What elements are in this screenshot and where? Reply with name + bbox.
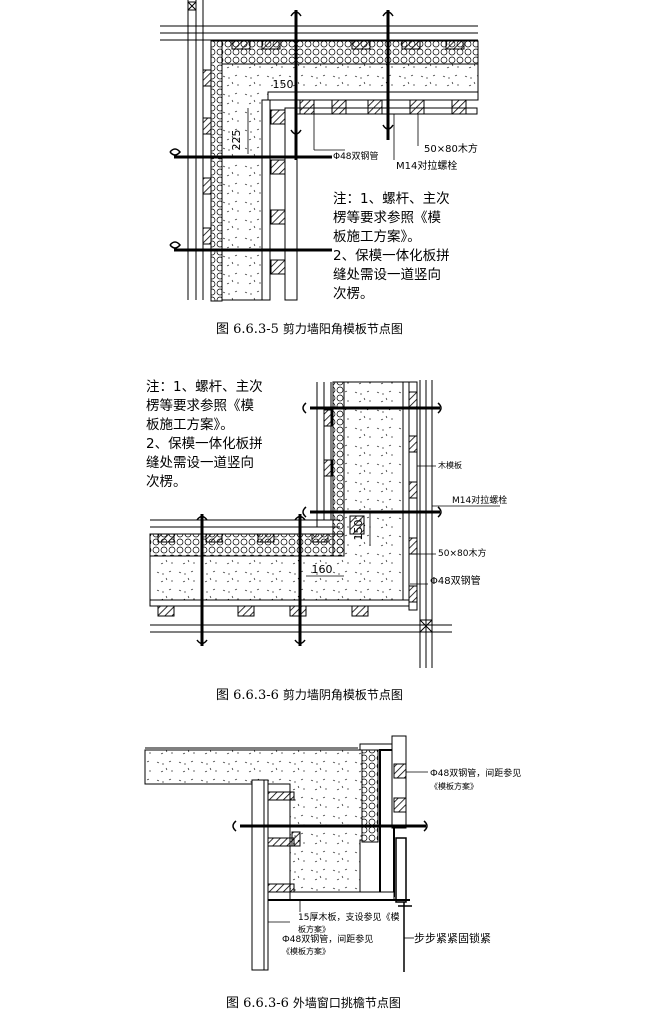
caption-fig2-title: 剪力墙阴角模板节点图 xyxy=(282,688,403,702)
note-fig1-line: 楞等要求参照《模 xyxy=(333,210,441,226)
label-bolt-fig2: M14对拉螺栓 xyxy=(452,494,507,506)
inner-corner-drawing: 150 160 木模板 M14对拉螺栓 50×80木方 Φ48双钢管 xyxy=(149,380,507,668)
label-timber-fig1: 50×80木方 xyxy=(424,142,478,155)
outer-corner-drawing: 150 225 Φ48双钢管 50×80木方 M14对拉螺栓 xyxy=(160,0,479,302)
note-fig2-line: 注：1、螺杆、主次 xyxy=(146,379,263,395)
label-board-fig2: 木模板 xyxy=(438,460,462,470)
note-fig2: 注：1、螺杆、主次 楞等要求参照《模 板施工方案》。 2、保模一体化板拼 缝处需… xyxy=(146,378,263,492)
note-fig1-line: 2、保模一体化板拼 xyxy=(333,248,450,264)
note-fig2-line: 楞等要求参照《模 xyxy=(146,398,254,414)
note-fig1: 注：1、螺杆、主次 楞等要求参照《模 板施工方案》。 2、保模一体化板拼 缝处需… xyxy=(333,190,450,304)
caption-fig1-title: 剪力墙阳角模板节点图 xyxy=(282,322,403,336)
caption-fig3-number: 图 6.6.3-6 xyxy=(226,996,289,1011)
label-pipe-top-1: Ф48双钢管，间距参见 xyxy=(430,767,521,779)
note-fig2-line: 2、保模一体化板拼 xyxy=(146,436,263,452)
note-fig2-line: 缝处需设一道竖向 xyxy=(146,455,254,471)
label-pipe-fig2: Φ48双钢管 xyxy=(430,574,481,587)
figure-window-eave: Ф48双钢管，间距参见 《模板方案》 15厚木板，支设参见《模 板方案》 Ф48… xyxy=(0,722,668,992)
note-fig1-line: 次楞。 xyxy=(333,286,374,302)
label-pipe-bottom-1: Ф48双钢管，间距参见 xyxy=(282,933,373,945)
dim-150: 150 xyxy=(273,78,294,91)
label-timber-fig2: 50×80木方 xyxy=(438,547,486,559)
label-pipe-top-2: 《模板方案》 xyxy=(430,781,478,791)
note-fig2-line: 次楞。 xyxy=(146,474,187,490)
caption-fig2-number: 图 6.6.3-6 xyxy=(216,688,279,703)
dim-160-fig2: 160 xyxy=(312,563,333,576)
note-fig1-line: 板施工方案》。 xyxy=(333,229,421,245)
dim-225: 225 xyxy=(230,130,243,151)
note-fig1-line: 缝处需设一道竖向 xyxy=(333,267,441,283)
label-pipe-bottom-2: 《模板方案》 xyxy=(282,946,330,956)
label-lock: 步步紧紧固锁紧 xyxy=(414,931,491,945)
note-fig1-line: 注：1、螺杆、主次 xyxy=(333,191,450,207)
label-timber-1: 15厚木板，支设参见《模 xyxy=(298,911,399,923)
figure-inner-corner: 150 160 木模板 M14对拉螺栓 50×80木方 Φ48双钢管 xyxy=(0,370,668,670)
caption-fig1-number: 图 6.6.3-5 xyxy=(216,322,279,337)
label-timber-2: 板方案》 xyxy=(298,924,330,934)
note-fig2-line: 板施工方案》。 xyxy=(146,417,234,433)
window-eave-drawing: Ф48双钢管，间距参见 《模板方案》 15厚木板，支设参见《模 板方案》 Ф48… xyxy=(144,735,521,972)
dim-150-fig2: 150 xyxy=(352,520,365,541)
figure-outer-corner: 150 225 Φ48双钢管 50×80木方 M14对拉螺栓 xyxy=(0,0,668,340)
label-bolt-fig1: M14对拉螺栓 xyxy=(396,159,457,172)
label-pipe-fig1: Φ48双钢管 xyxy=(333,150,379,162)
caption-fig3-title: 外墙窗口挑檐节点图 xyxy=(292,996,401,1010)
